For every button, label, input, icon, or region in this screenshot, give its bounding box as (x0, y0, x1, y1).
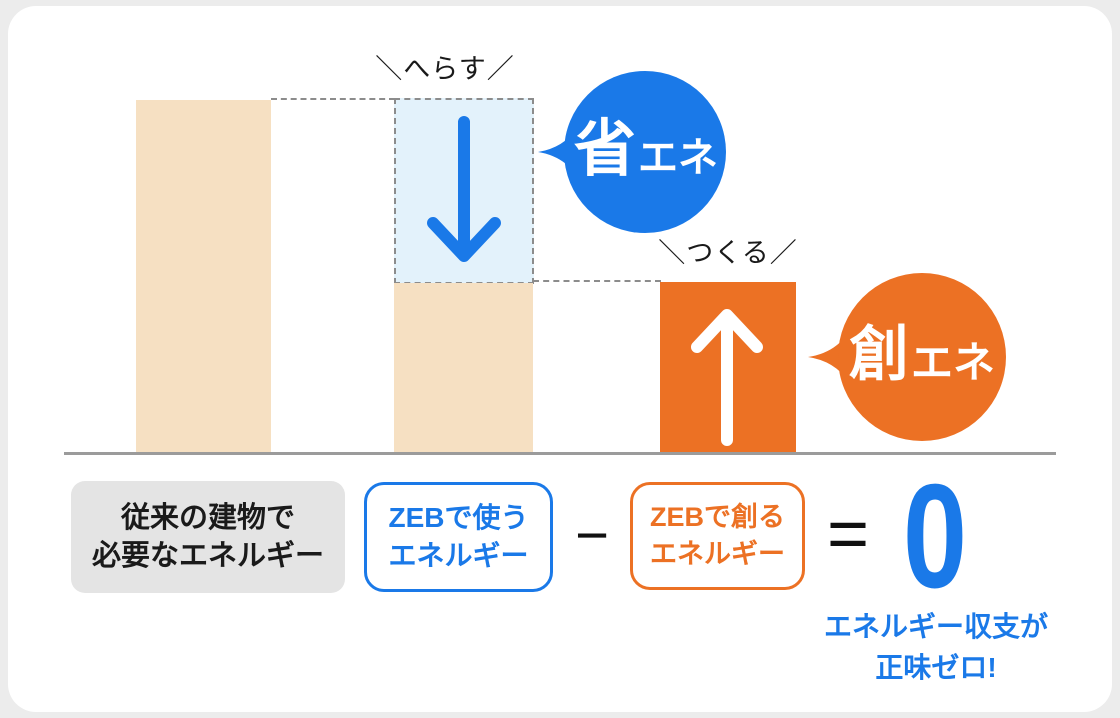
zero-result: 0 (902, 454, 968, 619)
up-arrow-icon (691, 309, 763, 446)
dashed-connector-top (271, 98, 395, 100)
conventional-line1: 従来の建物で (120, 502, 295, 534)
create-callout-label: ＼つくる／ (658, 238, 798, 268)
zeb-used-energy-label: ZEBで使う エネルギー (364, 482, 553, 592)
save-energy-bubble (538, 71, 726, 233)
reduced-energy-dashed-box (394, 98, 534, 284)
equals-operator: = (826, 494, 870, 574)
conventional-energy-label: 従来の建物で 必要なエネルギー (71, 481, 345, 593)
reduce-callout-label: ＼へらす／ (375, 54, 515, 84)
zero-caption: エネルギー収支が 正味ゼロ! (805, 606, 1067, 688)
zeb-created-energy-label: ZEBで創る エネルギー (630, 482, 805, 590)
axis-baseline (64, 452, 1056, 455)
create-energy-bubble (808, 273, 1006, 441)
create-energy-rest: エネ (910, 339, 995, 386)
minus-operator: − (575, 502, 609, 568)
create-energy-bubble-text: 創 エネ (838, 273, 1006, 441)
zero-caption-line1: エネルギー収支が (823, 611, 1048, 642)
speech-tail-icon (808, 319, 856, 395)
bar-zeb-created-energy (660, 282, 796, 453)
conventional-line2: 必要なエネルギー (91, 540, 324, 572)
dashed-connector-middle (533, 280, 661, 282)
zero-caption-line2: 正味ゼロ! (875, 652, 997, 683)
zeb-use-line2: エネルギー (388, 540, 529, 571)
save-energy-bubble-text: 省 エネ (564, 71, 728, 233)
zeb-create-line1: ZEBで創る (650, 502, 785, 532)
create-energy-emphasis: 創 (848, 321, 909, 388)
bar-zeb-used-energy (394, 283, 533, 453)
save-energy-emphasis: 省 (573, 115, 636, 184)
bar-conventional-energy (136, 100, 271, 453)
zeb-create-line2: エネルギー (650, 539, 785, 569)
save-energy-rest: エネ (638, 136, 718, 180)
down-arrow-icon (427, 116, 501, 262)
zeb-use-line1: ZEBで使う (388, 502, 529, 533)
